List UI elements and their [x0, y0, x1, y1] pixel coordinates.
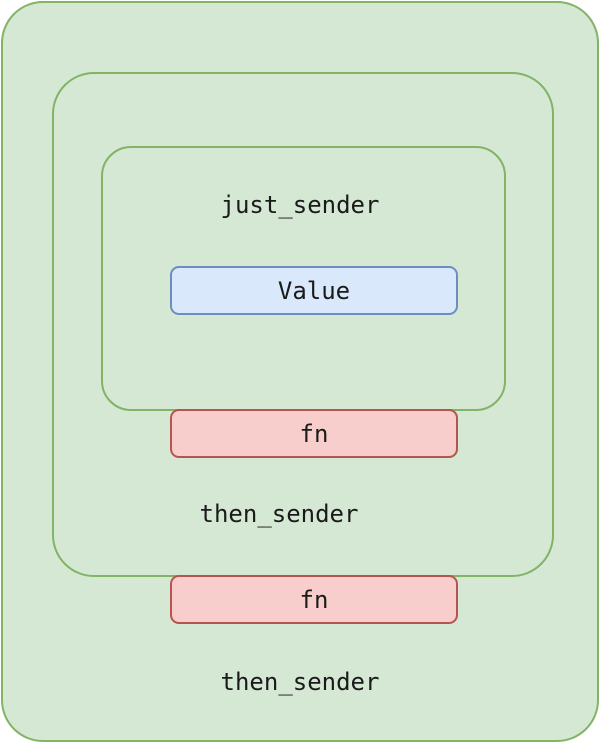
middle-then-sender-label: then_sender [199, 500, 359, 528]
value-node[interactable]: Value [170, 266, 458, 315]
inner-fn-node-label: fn [299, 419, 329, 448]
inner-fn-node[interactable]: fn [170, 409, 458, 458]
outer-fn-node-label: fn [299, 585, 329, 614]
value-node-label: Value [277, 276, 351, 305]
just-sender-label: just_sender [220, 191, 380, 219]
outer-fn-node[interactable]: fn [170, 575, 458, 624]
outer-then-sender-label: then_sender [220, 668, 380, 696]
